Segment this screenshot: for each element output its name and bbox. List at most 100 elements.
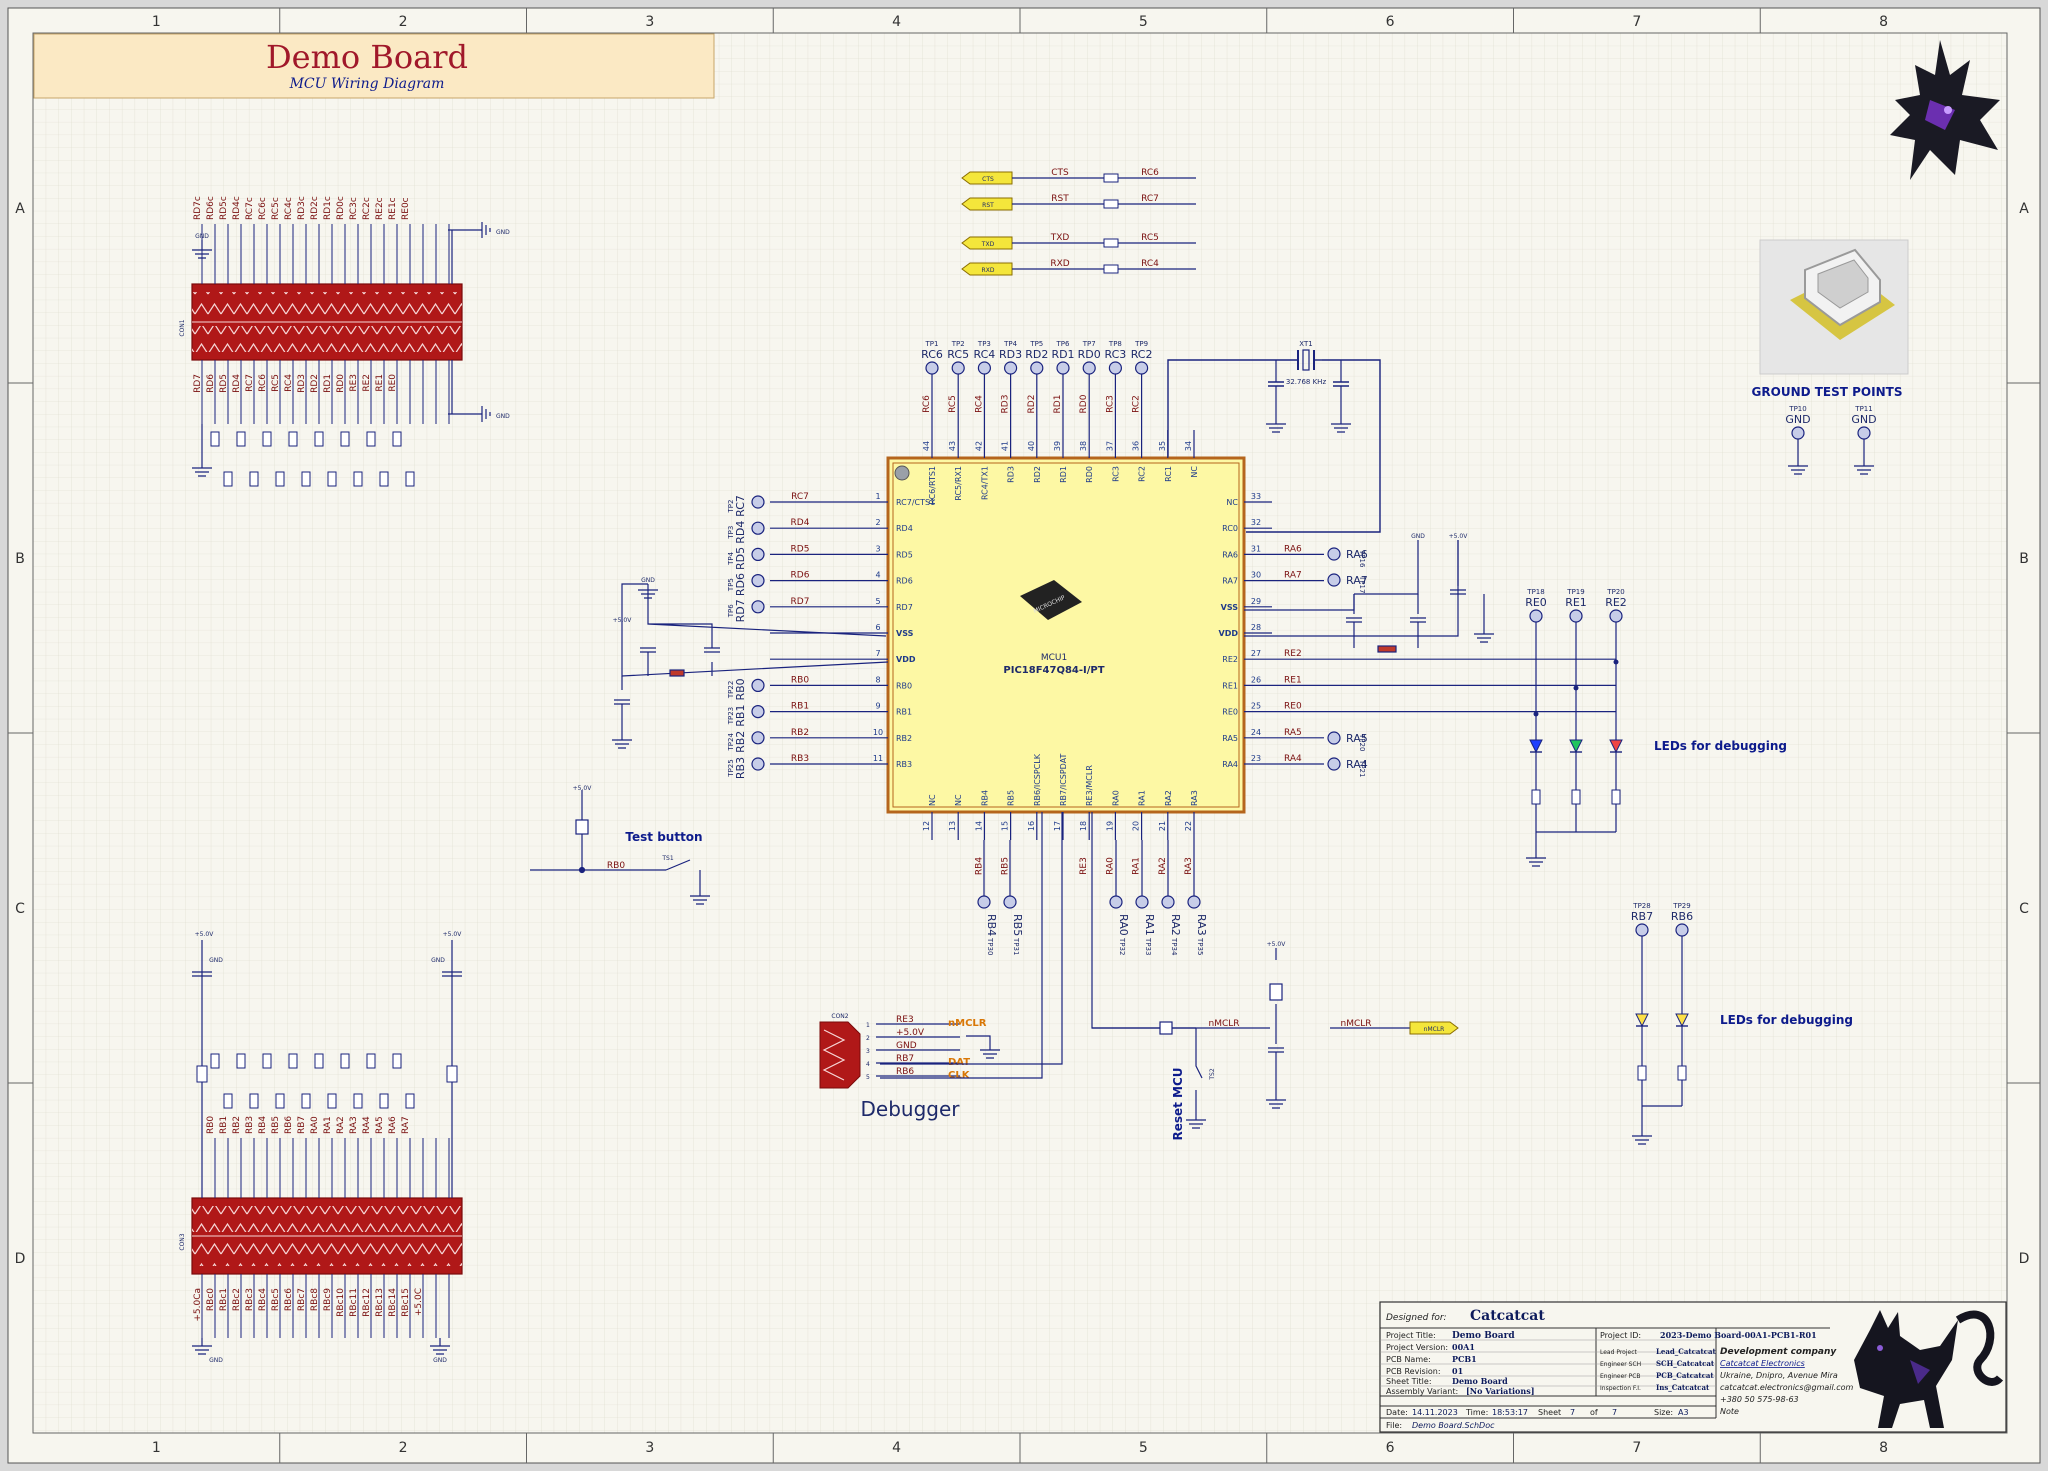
connector-net: RBc9 <box>323 1288 333 1311</box>
zone-row-label: B <box>15 551 25 567</box>
resistor <box>353 471 363 487</box>
debugger-label: Debugger <box>861 1097 961 1121</box>
svg-text:7: 7 <box>1612 1408 1617 1417</box>
svg-text:Lead_Catcatcat: Lead_Catcatcat <box>1656 1347 1716 1356</box>
testpoint <box>751 731 765 745</box>
led-icon <box>1609 739 1623 754</box>
usb-connector-image <box>1759 239 1909 375</box>
resistor <box>275 471 285 487</box>
zone-col-label: 5 <box>1139 14 1148 30</box>
debugger-pin-num: 1 <box>866 1022 870 1029</box>
svg-text:File:: File: <box>1386 1421 1402 1430</box>
resistor <box>340 431 350 447</box>
testpoint-net: RA0 <box>1117 914 1130 936</box>
testpoint <box>1675 923 1689 937</box>
connector-net: RB3 <box>245 1116 255 1134</box>
testpoint-ref: TP22 <box>727 681 735 699</box>
connector-net: RA7 <box>401 1116 411 1134</box>
pin-name: RB7/ICSPDAT <box>1059 753 1068 806</box>
zone-row-label: C <box>2019 901 2029 917</box>
pin-name: NC <box>928 794 937 806</box>
testpoint-net: RA5 <box>1346 732 1368 745</box>
company-line: catcatcat.electronics@gmail.com <box>1720 1383 1854 1392</box>
debugger-pin-num: 2 <box>866 1035 870 1042</box>
resistor <box>405 471 415 487</box>
gnd-label: GND <box>431 957 445 964</box>
gnd-label: GND <box>195 233 209 240</box>
connector-net: +5.0C <box>414 1288 424 1316</box>
resistor <box>366 1053 376 1069</box>
testpoint <box>751 573 765 588</box>
zone-col-label: 3 <box>645 1440 654 1456</box>
testpoint-net: RA1 <box>1143 914 1156 936</box>
svg-text:Sheet Title:: Sheet Title: <box>1386 1377 1432 1386</box>
testpoint <box>1635 923 1649 937</box>
connector-net: RBc12 <box>362 1288 372 1317</box>
test-button <box>530 790 710 905</box>
reset-net-right: nMCLR <box>1340 1019 1371 1029</box>
svg-text:Project ID:: Project ID: <box>1600 1331 1641 1340</box>
net-label: TXD <box>1050 233 1070 243</box>
net-label: RD3 <box>1001 395 1011 414</box>
pin-name: RE0 <box>1222 708 1238 717</box>
resistor <box>210 1053 220 1069</box>
wolf-logo-icon <box>1890 40 2000 180</box>
connector-teeth <box>192 1240 462 1266</box>
svg-text:14.11.2023: 14.11.2023 <box>1412 1408 1458 1417</box>
resistor <box>379 1093 389 1109</box>
net-label: RD2 <box>1027 395 1037 414</box>
zone-col-label: 3 <box>645 14 654 30</box>
pin-name: RC5/RX1 <box>954 466 963 501</box>
test-button-vcc: +5.0V <box>573 785 593 792</box>
testpoint-ref: TP20 <box>1606 588 1624 596</box>
net-label: RA1 <box>1132 857 1142 875</box>
connector-net: RD5 <box>219 374 229 393</box>
connector-net: RC7c <box>245 197 255 220</box>
pin-number: 42 <box>974 441 983 451</box>
testpoint-ref: TP5 <box>1029 340 1043 348</box>
led-icon <box>1675 1013 1689 1028</box>
zone-col-label: 6 <box>1386 1440 1395 1456</box>
connector-net: RBc14 <box>388 1288 398 1317</box>
svg-text:SCH_Catcatcat: SCH_Catcatcat <box>1656 1359 1715 1368</box>
pin-number: 7 <box>875 649 880 658</box>
debugger-alias: DAT <box>948 1057 970 1068</box>
connector-net: RC6 <box>258 374 268 392</box>
resistor <box>236 431 246 447</box>
uart-port-label: TXD <box>981 241 995 248</box>
net-label: RC7 <box>791 492 809 502</box>
net-label: RA2 <box>1158 857 1168 875</box>
testpoint-net: RE2 <box>1605 596 1627 609</box>
debugger-pin-num: 3 <box>866 1048 870 1055</box>
pin-name: VDD <box>896 655 916 664</box>
connector-net: RC4c <box>284 197 294 220</box>
company-line: Note <box>1720 1407 1739 1416</box>
zone-col-label: 7 <box>1632 1440 1641 1456</box>
pin-name: RD1 <box>1059 466 1068 483</box>
connector-net: RB2 <box>232 1116 242 1134</box>
resistor <box>249 471 259 487</box>
svg-text:Demo Board: Demo Board <box>1452 1331 1515 1341</box>
connector-net: RBc1 <box>219 1288 229 1311</box>
connector-net: RD0c <box>336 196 346 220</box>
testpoint-ref: TP8 <box>1108 340 1122 348</box>
resistor <box>223 1093 233 1109</box>
pin-number: 33 <box>1251 492 1261 501</box>
connector-net: RC6c <box>258 197 268 220</box>
testpoint-net: RA3 <box>1195 914 1208 936</box>
connector-net: RD6c <box>206 196 216 220</box>
testpoint <box>1135 895 1149 909</box>
pin-number: 16 <box>1027 821 1036 831</box>
testpoint-ref: TP11 <box>1854 405 1872 413</box>
svg-text:18:53:17: 18:53:17 <box>1492 1408 1528 1417</box>
connector-teeth <box>192 292 462 318</box>
connector-net: RD1 <box>323 374 333 393</box>
svg-text:A3: A3 <box>1678 1408 1689 1417</box>
vcc-label-right: +5.0V <box>1449 533 1469 540</box>
uart-port <box>961 171 1013 185</box>
connector-net: RC7 <box>245 374 255 392</box>
